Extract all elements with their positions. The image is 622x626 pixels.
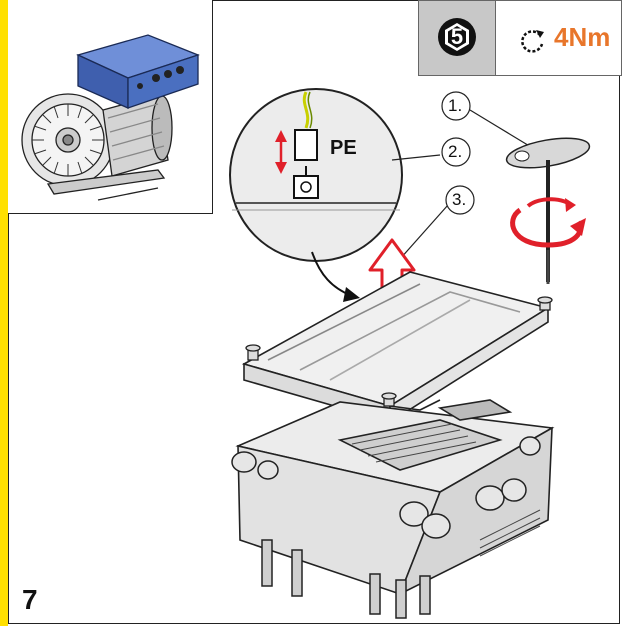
motor-thumbnail-icon bbox=[21, 34, 200, 201]
yellow-side-bar bbox=[0, 0, 8, 626]
drive-housing bbox=[235, 399, 555, 596]
step-label-1: 1. bbox=[448, 96, 463, 115]
step-label-2: 2. bbox=[448, 142, 463, 161]
motor-thumbnail-panel bbox=[8, 0, 213, 214]
double-arrow-icon bbox=[275, 130, 287, 174]
pe-terminal-label: PE bbox=[330, 137, 357, 159]
step-label-3: 3. bbox=[452, 190, 467, 209]
page-frame bbox=[8, 0, 620, 624]
rotate-clockwise-icon bbox=[521, 30, 544, 53]
hex-socket-icon bbox=[438, 18, 476, 56]
torque-step-number: 5 bbox=[450, 24, 464, 49]
torque-value-panel bbox=[496, 0, 622, 76]
pe-detail-magnifier bbox=[229, 88, 403, 302]
screwdriver-icon bbox=[505, 137, 591, 284]
cover-lid bbox=[241, 271, 551, 424]
torque-value: 4Nm bbox=[554, 22, 611, 52]
torque-spec-panel: 5 4Nm bbox=[418, 0, 622, 76]
figure-number: 7 bbox=[22, 584, 38, 615]
